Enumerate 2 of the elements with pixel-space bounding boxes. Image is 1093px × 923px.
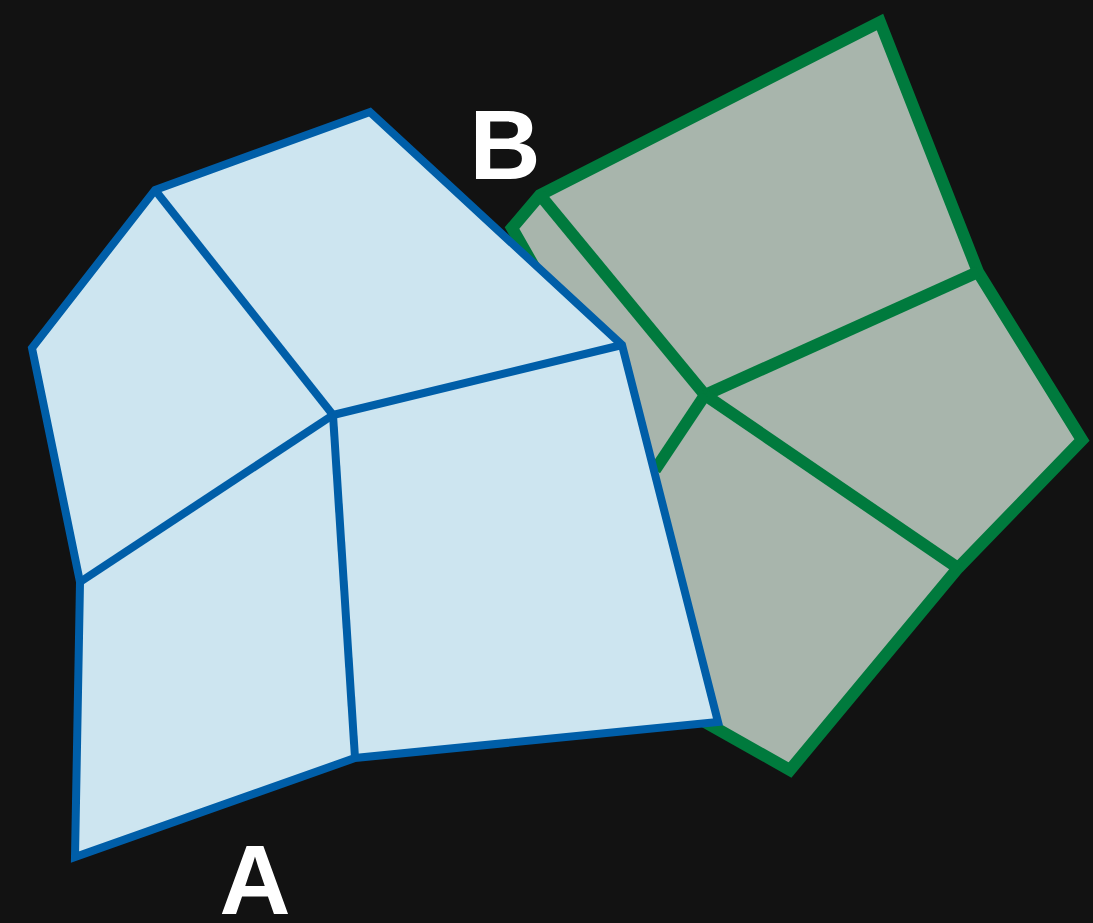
region-label: A [221,846,289,914]
region-label: B [476,111,537,179]
